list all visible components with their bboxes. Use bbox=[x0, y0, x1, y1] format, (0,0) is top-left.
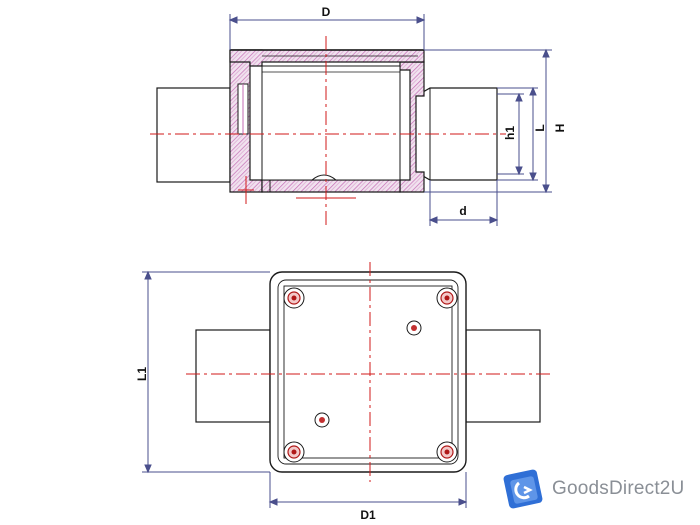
box-floor bbox=[261, 179, 401, 193]
knockout-dome bbox=[311, 174, 337, 181]
box-wall-right bbox=[399, 61, 425, 193]
mounting-hole-upper bbox=[406, 320, 422, 336]
box-cavity bbox=[261, 65, 401, 181]
dimension-L1 bbox=[142, 270, 270, 474]
label-D1: D1 bbox=[360, 508, 376, 522]
box-inner-wall bbox=[283, 285, 453, 459]
dimension-d bbox=[428, 180, 499, 226]
side-section-view: D H L h1 bbox=[150, 5, 567, 226]
box-lid bbox=[229, 49, 425, 67]
left-pipe-stub bbox=[156, 87, 231, 183]
plan-left-pipe bbox=[195, 329, 271, 423]
corner-screw-top-left bbox=[283, 287, 305, 309]
label-L1: L1 bbox=[135, 367, 149, 381]
label-L: L bbox=[533, 124, 547, 131]
plan-right-pipe bbox=[465, 329, 541, 423]
corner-screw-top-right bbox=[436, 287, 458, 309]
logo-icon bbox=[503, 469, 543, 509]
box-inner-rim bbox=[277, 279, 459, 465]
top-plan-view: L1 D1 bbox=[135, 262, 552, 522]
right-pipe-stub bbox=[415, 87, 498, 181]
mounting-hole-lower bbox=[314, 412, 330, 428]
dimension-H bbox=[424, 48, 552, 194]
corner-screw-bottom-right bbox=[436, 441, 458, 463]
corner-screw-bottom-left bbox=[283, 441, 305, 463]
label-H: H bbox=[553, 124, 567, 133]
dimension-h1 bbox=[497, 92, 524, 176]
label-d: d bbox=[459, 204, 466, 218]
dimension-D bbox=[228, 14, 426, 50]
dimension-L bbox=[497, 86, 538, 182]
label-D: D bbox=[322, 5, 331, 19]
label-h1: h1 bbox=[503, 126, 517, 140]
dimension-D1 bbox=[268, 472, 468, 508]
goodsdirect-logo: GoodsDirect2U bbox=[500, 466, 695, 516]
logo-wordmark: GoodsDirect2U bbox=[552, 478, 685, 499]
